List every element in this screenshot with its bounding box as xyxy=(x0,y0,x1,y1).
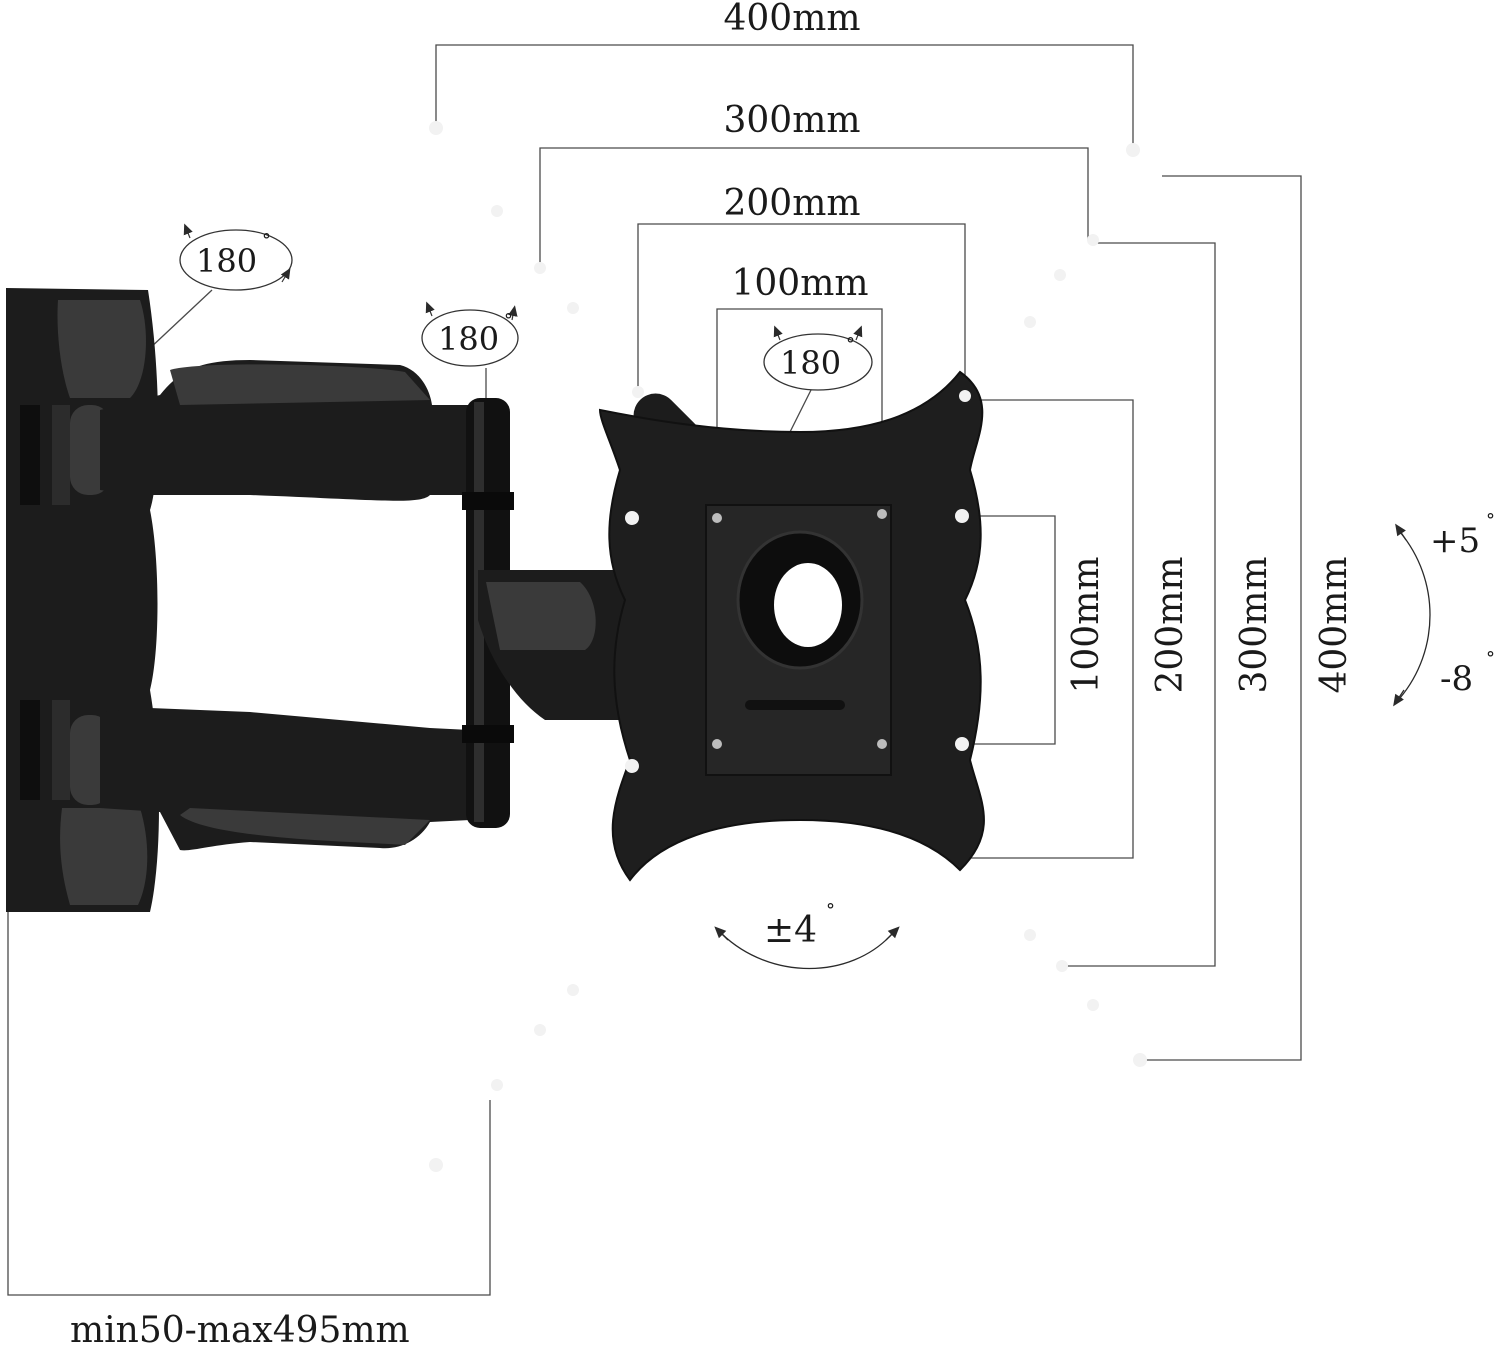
extension-range-label: min50-max495mm xyxy=(70,1310,410,1348)
tilt-indicator: +5 ° -8 ° xyxy=(1393,510,1495,707)
swivel-level-label: ±4 xyxy=(764,910,817,951)
leader-plate-rotation xyxy=(789,387,813,433)
dim-h-400 xyxy=(435,44,1134,150)
tilt-head xyxy=(478,570,643,720)
dim-label-h-300: 300mm xyxy=(724,100,861,141)
swivel-level-degree: ° xyxy=(826,900,835,921)
rotation-oval-wall: 180 ° xyxy=(179,223,293,291)
upper-arm xyxy=(70,360,470,501)
tilt-down-label: -8 xyxy=(1440,659,1473,699)
dim-h-300 xyxy=(539,147,1089,268)
cable-hole xyxy=(774,563,842,647)
degree-symbol-plate: ° xyxy=(846,334,855,355)
tilt-up-degree: ° xyxy=(1486,510,1495,531)
dim-h-100 xyxy=(716,308,883,518)
dim-label-h-100: 100mm xyxy=(732,263,869,304)
dim-h-200 xyxy=(637,223,966,398)
plate-holes xyxy=(625,509,969,773)
dim-label-h-400: 400mm xyxy=(724,0,861,39)
dim-v-400 xyxy=(1138,175,1302,1061)
dim-label-v-200: 200mm xyxy=(1150,557,1191,694)
dim-label-v-300: 300mm xyxy=(1234,557,1275,694)
rotation-oval-arm: 180 ° xyxy=(421,301,519,367)
dim-label-h-200: 200mm xyxy=(724,183,861,224)
plate-slot xyxy=(745,700,845,710)
dim-extension xyxy=(7,905,491,1296)
wall-plate xyxy=(6,288,159,912)
dim-v-200 xyxy=(962,399,1134,859)
tilt-up-label: +5 xyxy=(1430,521,1480,561)
dim-v-300 xyxy=(1062,242,1216,967)
horizontal-dimension-labels: 400mm 300mm 200mm 100mm xyxy=(724,0,869,304)
rotation-label-arm: 180 xyxy=(438,320,499,358)
swivel-level-indicator: ±4 ° xyxy=(714,900,900,969)
rotation-oval-plate: 180 ° xyxy=(763,325,873,391)
lower-arm xyxy=(70,708,470,851)
tilt-down-degree: ° xyxy=(1486,648,1495,669)
rotation-label-plate: 180 xyxy=(780,344,841,382)
vertical-dimension-labels: 100mm 200mm 300mm 400mm xyxy=(1066,557,1355,694)
degree-symbol-arm: ° xyxy=(504,310,513,331)
dim-label-v-400: 400mm xyxy=(1314,557,1355,694)
rotation-label-wall: 180 xyxy=(196,242,257,280)
dim-label-v-100: 100mm xyxy=(1066,557,1107,694)
dimension-lines xyxy=(7,44,1302,1296)
arm-holes xyxy=(429,121,1147,1172)
degree-symbol-wall: ° xyxy=(262,230,271,251)
